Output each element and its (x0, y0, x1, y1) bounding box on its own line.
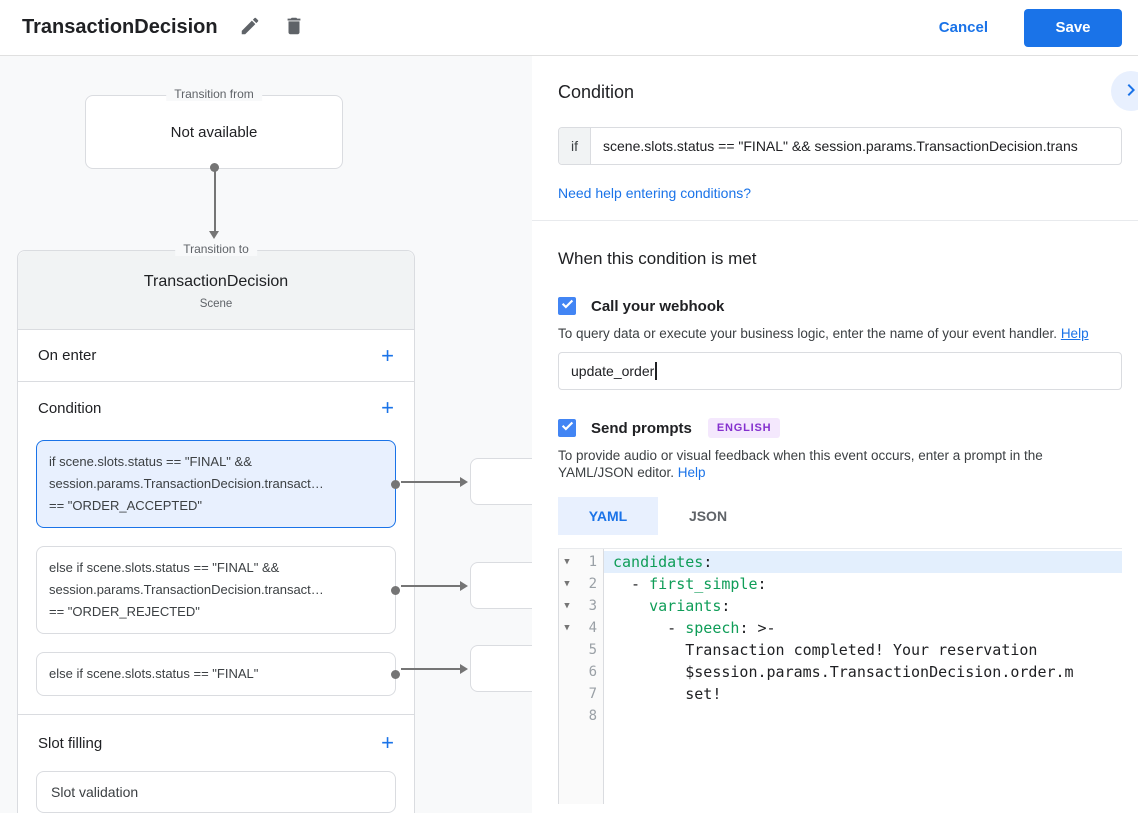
transition-target-box[interactable] (470, 458, 532, 505)
page-title: TransactionDecision (22, 16, 218, 38)
gutter-row: ▼2 (559, 573, 603, 595)
scene-card-title: TransactionDecision (143, 273, 289, 290)
gutter-row: 6 (559, 661, 603, 683)
gutter-row: 5 (559, 639, 603, 661)
event-handler-input[interactable]: update_order (558, 352, 1122, 390)
prompts-checkbox[interactable] (558, 419, 576, 437)
editor-code[interactable]: candidates: - first_simple: variants: - … (604, 549, 1122, 804)
add-condition-icon[interactable]: + (381, 395, 394, 420)
when-condition-title: When this condition is met (558, 249, 757, 268)
code-line[interactable]: - first_simple: (613, 575, 767, 593)
check-icon (561, 419, 574, 437)
slot-filling-row[interactable]: Slot filling + (18, 717, 414, 769)
condition-section: Condition + if scene.slots.status == "FI… (18, 382, 414, 715)
section-divider (532, 220, 1138, 221)
text-cursor (655, 362, 657, 380)
on-enter-label: On enter (38, 347, 97, 364)
webhook-help-link[interactable]: Help (1060, 326, 1089, 341)
prompts-label: Send prompts (591, 419, 692, 437)
condition-item[interactable]: else if scene.slots.status == "FINAL" &&… (36, 546, 400, 634)
chevron-right-icon (1119, 78, 1138, 105)
webhook-checkbox[interactable] (558, 297, 576, 315)
editor-tabs: YAML JSON (558, 497, 1122, 535)
tab-json[interactable]: JSON (688, 508, 728, 524)
line-number: 4 (588, 620, 597, 636)
trash-icon (283, 15, 305, 40)
if-prefix-label: if (559, 128, 591, 164)
code-line[interactable]: variants: (649, 597, 731, 615)
line-number: 7 (588, 686, 597, 702)
gutter-row: ▼3 (559, 595, 603, 617)
condition-expression-input[interactable]: if scene.slots.status == "FINAL" && sess… (558, 127, 1122, 165)
slot-filling-label: Slot filling (38, 734, 103, 752)
scene-card-subtitle: Scene (199, 298, 233, 310)
condition-item[interactable]: if scene.slots.status == "FINAL" &&sessi… (36, 440, 400, 528)
transition-to-legend: Transition to (175, 242, 257, 256)
code-line[interactable]: candidates: (604, 551, 1122, 573)
prompts-checkbox-row: Send prompts ENGLISH (558, 418, 1122, 438)
gutter-row: ▼4 (559, 617, 603, 639)
conditions-help-link[interactable]: Need help entering conditions? (558, 185, 752, 201)
pencil-icon (239, 15, 261, 40)
top-bar: TransactionDecision Cancel Save (0, 0, 1138, 56)
code-line[interactable] (604, 705, 1122, 727)
add-slot-icon[interactable]: + (381, 730, 394, 755)
panel-title: Condition (558, 82, 635, 102)
code-line[interactable]: Transaction completed! Your reservation (613, 641, 1038, 659)
add-on-enter-icon[interactable]: + (381, 342, 394, 368)
prompts-description: To provide audio or visual feedback when… (558, 448, 1043, 480)
event-handler-value: update_order (571, 363, 655, 379)
gutter-row: 7 (559, 683, 603, 705)
transition-from-box: Transition from Not available (85, 87, 343, 169)
scene-diagram-pane: Transition from Not available Transition… (0, 56, 532, 813)
webhook-label: Call your webhook (591, 297, 725, 315)
transition-target-box[interactable] (470, 562, 532, 609)
on-enter-row[interactable]: On enter + (18, 330, 414, 382)
gutter-row: 8 (559, 705, 603, 727)
line-number: 2 (588, 576, 597, 592)
condition-expression-value[interactable]: scene.slots.status == "FINAL" && session… (603, 138, 1078, 154)
code-line[interactable]: - speech: >- (613, 619, 776, 637)
language-badge: ENGLISH (707, 418, 781, 438)
slot-validation-item[interactable]: Slot validation (36, 771, 396, 813)
line-number: 1 (588, 554, 597, 570)
condition-list: if scene.slots.status == "FINAL" &&sessi… (18, 440, 414, 696)
condition-section-label: Condition (38, 399, 102, 417)
code-line[interactable]: set! (613, 685, 722, 703)
check-icon (561, 297, 574, 315)
line-number: 5 (588, 642, 597, 658)
cancel-button[interactable]: Cancel (938, 19, 988, 36)
condition-editor-pane: Condition if scene.slots.status == "FINA… (532, 56, 1138, 813)
transition-from-content: Not available (170, 123, 258, 141)
transition-to-card: Transition to TransactionDecision Scene … (17, 242, 415, 813)
code-line[interactable]: $session.params.TransactionDecision.orde… (613, 663, 1074, 681)
condition-item[interactable]: else if scene.slots.status == "FINAL" (36, 652, 400, 696)
tab-yaml[interactable]: YAML (558, 497, 658, 535)
line-number: 8 (588, 708, 597, 724)
webhook-checkbox-row: Call your webhook (558, 297, 1122, 315)
line-number: 3 (588, 598, 597, 614)
collapse-panel-button[interactable] (1111, 71, 1138, 111)
transition-from-legend: Transition from (166, 87, 262, 101)
scene-card-header[interactable]: TransactionDecision Scene (18, 251, 414, 330)
transition-target-box[interactable] (470, 645, 532, 692)
fold-arrow-icon[interactable]: ▼ (564, 601, 570, 611)
line-number: 6 (588, 664, 597, 680)
fold-arrow-icon[interactable]: ▼ (564, 557, 570, 567)
fold-arrow-icon[interactable]: ▼ (564, 623, 570, 633)
gutter-row: ▼1 (559, 551, 603, 573)
webhook-description: To query data or execute your business l… (558, 326, 1089, 341)
prompts-help-link[interactable]: Help (677, 465, 706, 480)
save-button[interactable]: Save (1024, 8, 1122, 47)
fold-arrow-icon[interactable]: ▼ (564, 579, 570, 589)
edit-button[interactable] (238, 16, 262, 40)
delete-button[interactable] (282, 16, 306, 40)
